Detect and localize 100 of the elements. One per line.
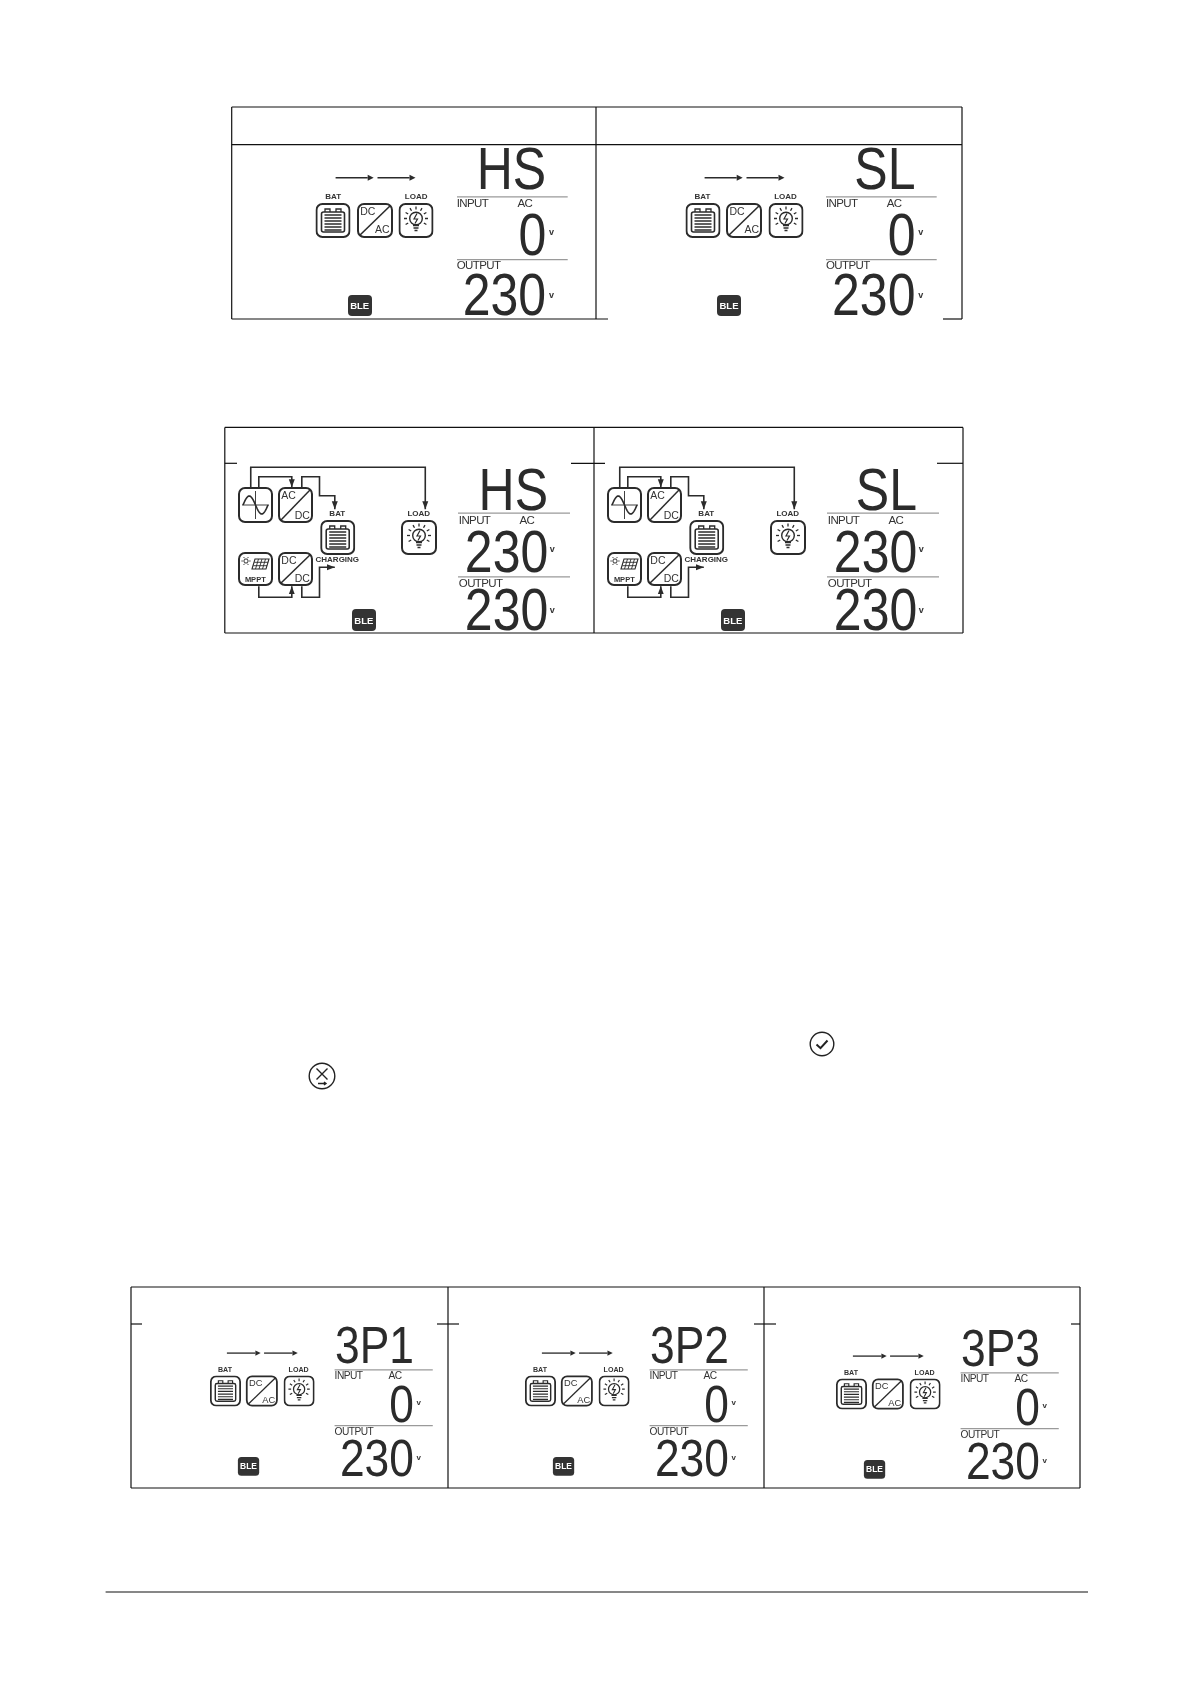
connector-arrow: [670, 475, 707, 511]
input-caption: INPUT: [649, 1371, 678, 1382]
indicator-label: LOAD: [774, 191, 797, 201]
converter-indicator: [871, 1378, 904, 1410]
battery-indicator: [209, 1365, 241, 1407]
battery-indicator: [315, 191, 351, 238]
indicator-label: LOAD: [776, 509, 800, 519]
mode-code-readout: 3P2: [649, 1325, 729, 1366]
battery-indicator: [684, 509, 729, 565]
converter-label: DC: [281, 555, 297, 566]
converter-label: DC: [563, 1378, 577, 1388]
connector-arrow: [258, 475, 295, 489]
load-indicator: [597, 1365, 629, 1407]
converter-label: AC: [744, 224, 759, 235]
output-caption: OUTPUT: [826, 260, 870, 272]
sine-wave-icon: [606, 487, 642, 524]
input-voltage-readout: 0: [887, 213, 916, 259]
ble-indicator: BLE: [347, 294, 372, 316]
converter-label: AC: [650, 490, 665, 501]
mode-code-readout: SL: [854, 146, 916, 192]
converter-label: DC: [663, 572, 679, 584]
converter-indicator: [646, 487, 682, 524]
connector-arrow: [627, 585, 664, 599]
input-caption: INPUT: [334, 1371, 363, 1382]
battery-indicator: [835, 1368, 867, 1410]
ble-indicator: BLE: [237, 1457, 259, 1476]
output-voltage-readout: 230: [464, 587, 549, 633]
input-voltage-readout: 230: [833, 529, 918, 576]
ac-caption: AC: [886, 197, 902, 210]
ble-indicator: BLE: [552, 1457, 574, 1476]
ac-caption: AC: [519, 515, 535, 527]
connector-arrow: [618, 466, 798, 511]
unit-label: v: [918, 290, 924, 300]
input-voltage-readout: 0: [518, 213, 547, 259]
mode-code-readout: 3P1: [334, 1325, 414, 1366]
converter-indicator: [277, 552, 313, 587]
converter-label: DC: [294, 509, 310, 521]
battery-indicator: [524, 1365, 556, 1407]
connector-arrow: [249, 466, 429, 511]
ac-caption: AC: [1014, 1374, 1028, 1385]
converter-label: AC: [888, 1397, 902, 1407]
mode-code-readout: HS: [478, 467, 548, 513]
input-caption: INPUT: [827, 515, 860, 527]
connector-arrow: [301, 475, 338, 511]
input-caption: INPUT: [456, 197, 489, 210]
converter-label: DC: [360, 205, 376, 217]
ac-caption: AC: [387, 1371, 401, 1382]
output-caption: OUTPUT: [334, 1426, 373, 1437]
unit-label: v: [918, 545, 924, 555]
converter-label: DC: [248, 1378, 262, 1388]
converter-label: DC: [294, 572, 310, 584]
unit-label: v: [549, 545, 555, 555]
unit-label: v: [549, 606, 555, 616]
output-voltage-readout: 230: [654, 1438, 729, 1479]
battery-indicator: [685, 191, 720, 238]
indicator-label: LOAD: [407, 509, 431, 519]
output-voltage-readout: 230: [462, 273, 547, 319]
converter-indicator: [245, 1375, 278, 1407]
input-caption: INPUT: [960, 1374, 989, 1385]
status-label: CHARGING: [684, 556, 729, 565]
ac-caption: AC: [888, 515, 904, 527]
input-caption: INPUT: [826, 197, 858, 210]
unit-label: v: [549, 228, 554, 238]
ac-caption: AC: [517, 197, 533, 210]
ble-indicator: BLE: [863, 1460, 886, 1479]
output-caption: OUTPUT: [960, 1429, 1000, 1440]
converter-label: AC: [375, 224, 390, 235]
converter-indicator: [356, 202, 393, 238]
output-voltage-readout: 230: [965, 1441, 1040, 1482]
converter-label: AC: [281, 490, 296, 501]
ble-indicator: BLE: [717, 294, 741, 316]
load-indicator: [400, 509, 437, 556]
converter-indicator: [646, 552, 682, 587]
converter-indicator: [726, 202, 762, 238]
status-label: CHARGING: [315, 556, 360, 565]
output-voltage-readout: 230: [832, 273, 916, 319]
output-voltage-readout: 230: [833, 587, 918, 633]
load-indicator: [769, 509, 806, 556]
input-caption: INPUT: [458, 515, 491, 527]
converter-label: AC: [261, 1394, 275, 1404]
output-caption: OUTPUT: [649, 1426, 688, 1437]
load-indicator: [909, 1368, 941, 1410]
connector-arrow: [670, 564, 705, 599]
solar-input-indicator: [606, 552, 642, 587]
input-voltage-readout: 230: [464, 529, 549, 576]
input-voltage-readout: 0: [388, 1384, 414, 1425]
indicator-label: BAT: [694, 191, 711, 201]
converter-indicator: [560, 1375, 593, 1407]
output-caption: OUTPUT: [458, 577, 503, 589]
solar-input-indicator: [237, 552, 273, 587]
ble-indicator: BLE: [351, 609, 376, 632]
ac-caption: AC: [702, 1371, 716, 1382]
converter-label: DC: [875, 1381, 889, 1391]
indicator-label: BAT: [325, 191, 342, 201]
sine-wave-icon: [237, 487, 273, 524]
mode-code-readout: HS: [476, 146, 547, 192]
mode-code-readout: SL: [855, 467, 917, 513]
output-caption: OUTPUT: [456, 260, 501, 272]
connector-arrow: [258, 585, 295, 599]
load-indicator: [768, 191, 803, 238]
